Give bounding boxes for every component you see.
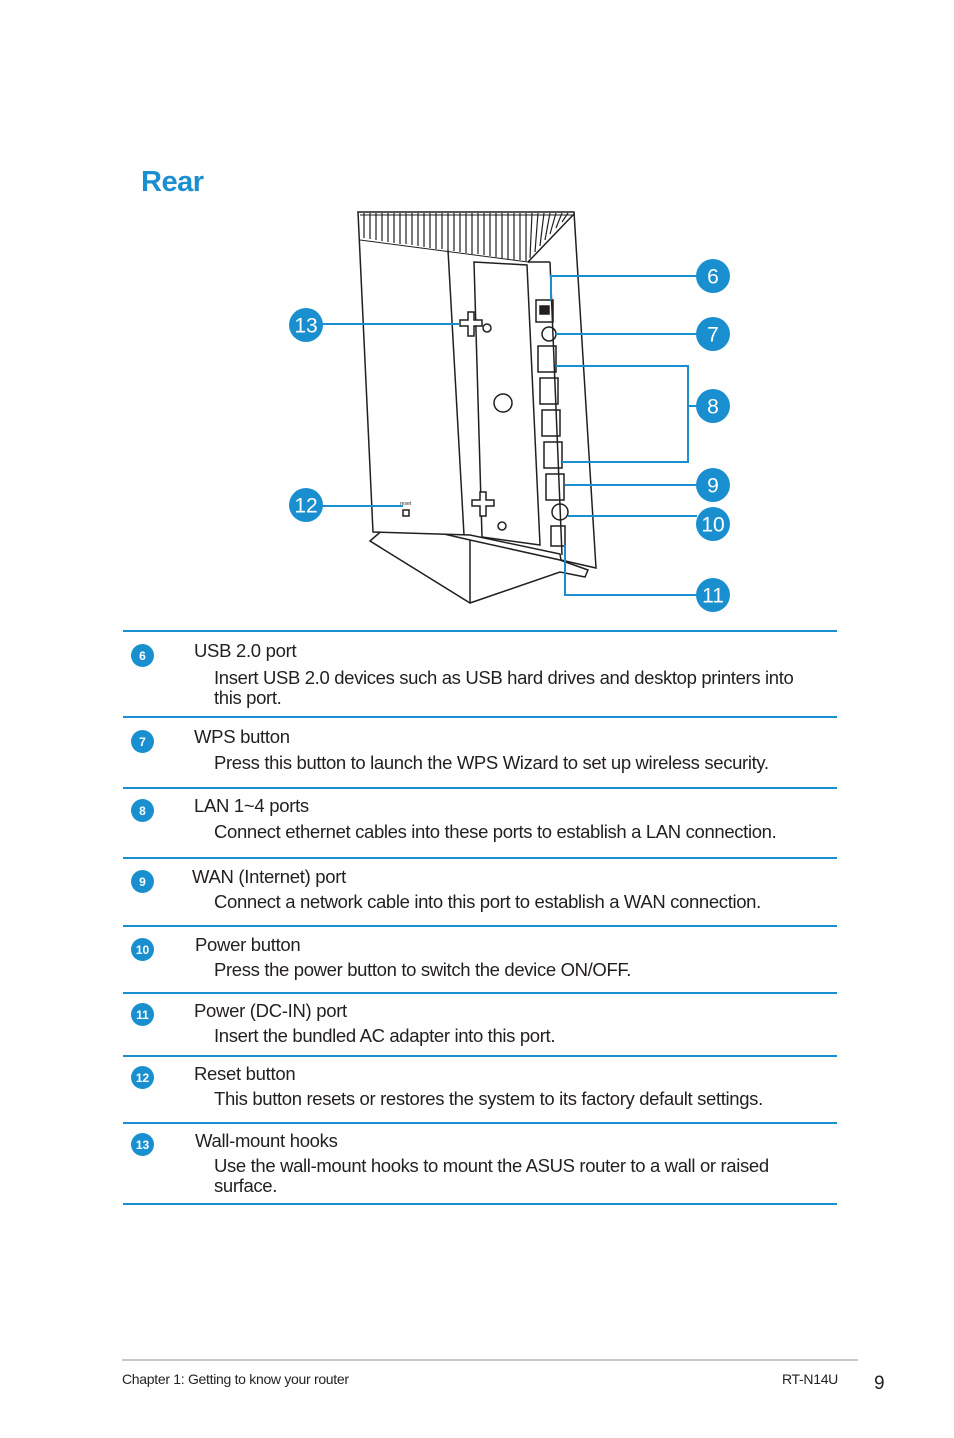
callout-10: 10: [696, 507, 730, 541]
callout-7: 7: [696, 317, 730, 351]
item-name: WAN (Internet) port: [192, 866, 346, 887]
callout-6: 6: [696, 259, 730, 293]
table-row: 6 USB 2.0 port Insert USB 2.0 devices su…: [123, 630, 837, 716]
item-number-badge: 7: [131, 730, 154, 753]
table-row: 8 LAN 1~4 ports Connect ethernet cables …: [123, 787, 837, 857]
item-name: WPS button: [194, 726, 290, 747]
item-number-badge: 13: [131, 1133, 154, 1156]
item-name: USB 2.0 port: [194, 640, 297, 661]
table-row: 10 Power button Press the power button t…: [123, 925, 837, 992]
item-description: Connect a network cable into this port t…: [214, 891, 761, 912]
svg-text:7: 7: [707, 324, 719, 347]
item-description: Use the wall-mount hooks to mount the AS…: [214, 1155, 769, 1196]
svg-text:12: 12: [294, 495, 317, 518]
item-number-badge: 11: [131, 1003, 154, 1026]
svg-text:8: 8: [707, 396, 719, 419]
footer-divider: [122, 1359, 858, 1361]
item-description: Press this button to launch the WPS Wiza…: [214, 752, 769, 773]
svg-text:11: 11: [702, 585, 724, 608]
table-row: 9 WAN (Internet) port Connect a network …: [123, 857, 837, 925]
callout-8: 8: [696, 389, 730, 423]
footer-chapter: Chapter 1: Getting to know your router: [122, 1371, 349, 1387]
table-row: 7 WPS button Press this button to launch…: [123, 716, 837, 787]
component-table: 6 USB 2.0 port Insert USB 2.0 devices su…: [123, 630, 837, 1205]
svg-text:6: 6: [707, 266, 719, 289]
item-description: This button resets or restores the syste…: [214, 1088, 763, 1109]
svg-text:10: 10: [701, 514, 724, 537]
item-number-badge: 9: [131, 870, 154, 893]
item-description: Press the power button to switch the dev…: [214, 959, 632, 980]
item-name: LAN 1~4 ports: [194, 795, 309, 816]
item-description: Insert the bundled AC adapter into this …: [214, 1025, 556, 1046]
callout-11: 11: [696, 578, 730, 612]
item-description: Connect ethernet cables into these ports…: [214, 821, 777, 842]
callout-13: 13: [289, 308, 323, 342]
table-row: 13 Wall-mount hooks Use the wall-mount h…: [123, 1122, 837, 1205]
item-number-badge: 6: [131, 644, 154, 667]
callout-9: 9: [696, 468, 730, 502]
item-number-badge: 12: [131, 1066, 154, 1089]
table-row: 12 Reset button This button resets or re…: [123, 1055, 837, 1122]
item-number-badge: 8: [131, 799, 154, 822]
item-name: Power (DC-IN) port: [194, 1000, 347, 1021]
reset-label: reset: [400, 501, 412, 507]
item-number-badge: 10: [131, 938, 154, 961]
svg-text:13: 13: [294, 315, 317, 338]
leader-lines: [322, 275, 698, 596]
router-rear-diagram: reset 6 7 8 9 10 11 12 1: [289, 211, 730, 612]
callout-12: 12: [289, 488, 323, 522]
item-name: Wall-mount hooks: [195, 1130, 338, 1151]
svg-text:9: 9: [707, 475, 719, 498]
item-name: Reset button: [194, 1063, 296, 1084]
page-number: 9: [874, 1373, 885, 1394]
footer-model: RT-N14U: [782, 1371, 838, 1387]
page-title: Rear: [141, 166, 204, 198]
router-illustration: [357, 211, 597, 604]
item-description: Insert USB 2.0 devices such as USB hard …: [214, 667, 794, 708]
table-row: 11 Power (DC-IN) port Insert the bundled…: [123, 992, 837, 1055]
item-name: Power button: [195, 934, 301, 955]
